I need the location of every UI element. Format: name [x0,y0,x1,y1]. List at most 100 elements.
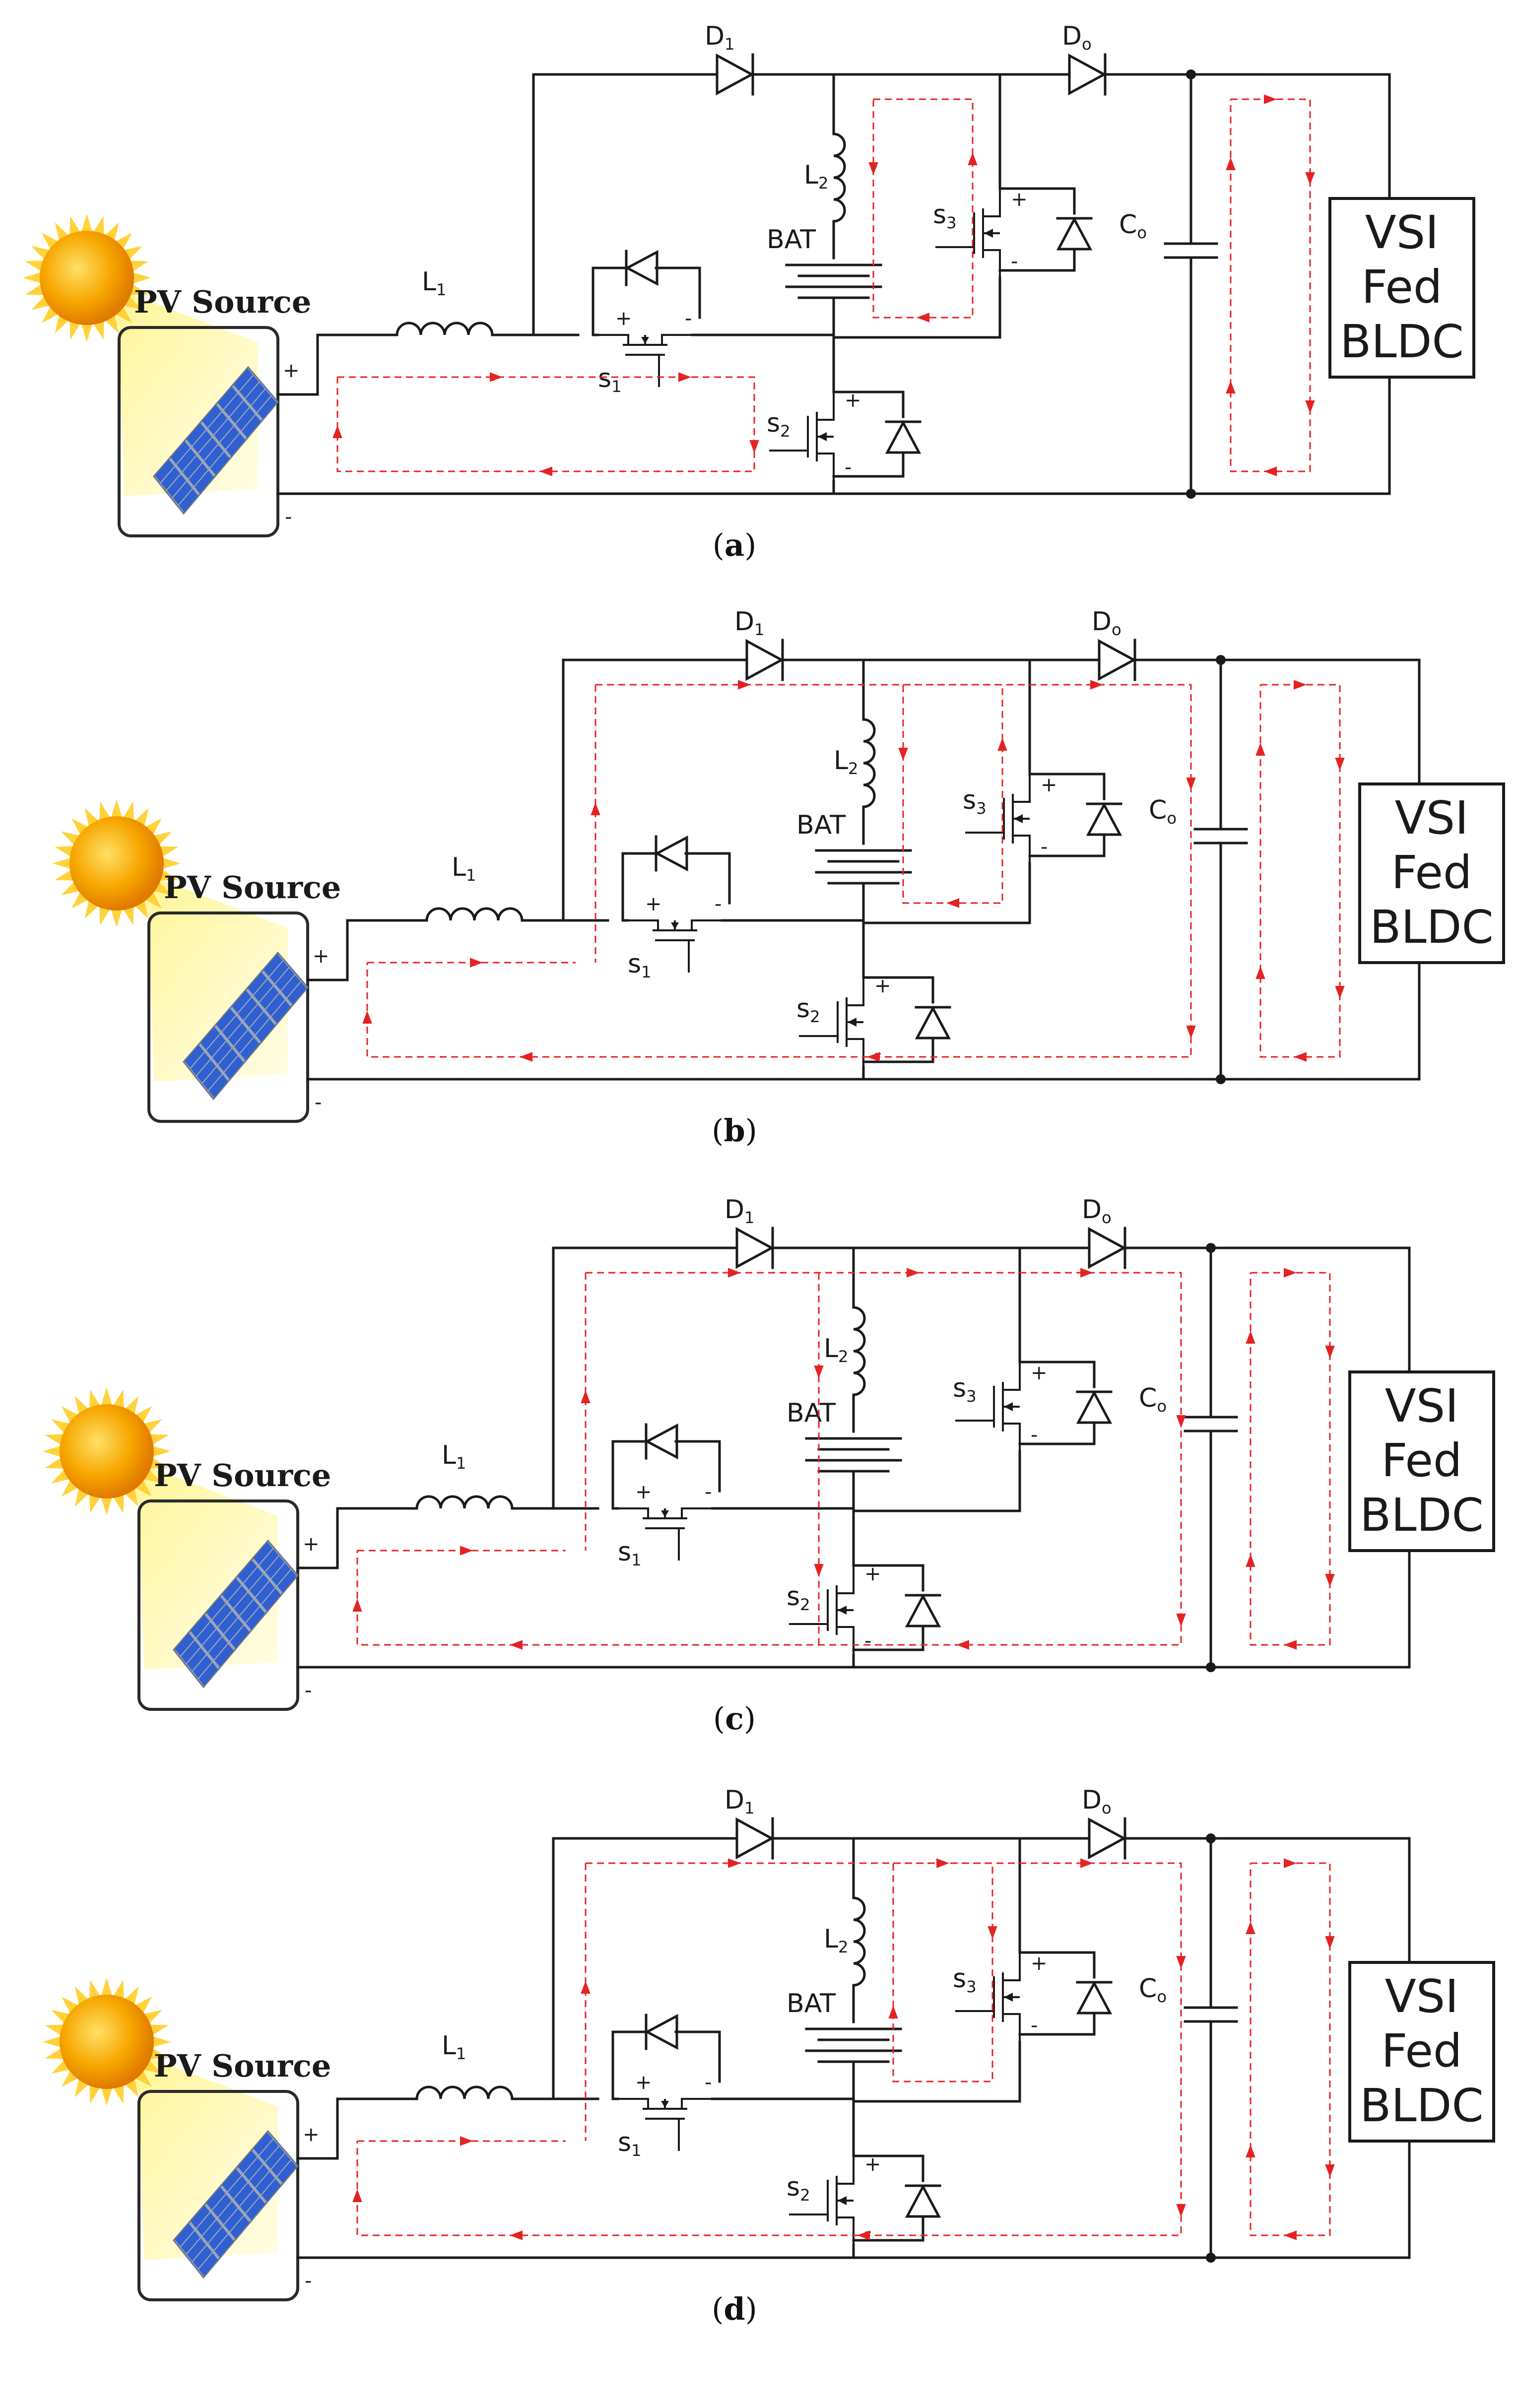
current-arrow [539,466,552,476]
pv-source-label: PV Source [154,1457,331,1494]
junction-dot [1216,655,1226,665]
pv-panel-icon [173,1539,299,1689]
wire-s1-diode-left [611,1440,647,1510]
pv-cell [189,463,208,486]
l2-label: L2 [834,746,858,778]
sun-ray [89,2083,101,2104]
current-arrow [1325,1574,1335,1587]
current-arrow [1090,680,1103,690]
wire-d1-branch [552,1837,736,2100]
sun-ray [92,216,104,236]
pv-plus-sign: + [283,359,300,382]
mosfet-drain [983,189,1001,217]
s1-label-subscript: 1 [641,963,652,981]
sun-ray [81,323,93,342]
pv-cell [228,1585,248,1608]
do-label-main: D [1082,1785,1102,1815]
s2-minus: - [864,1629,871,1652]
do-label: Do [1082,1195,1112,1227]
pv-cell [287,982,307,1005]
sun-ray [23,272,42,284]
s2-label-main: s [796,994,810,1024]
diode-do-triangle [1068,53,1107,96]
s1-minus: - [715,893,722,915]
mosfet-drain [598,334,629,345]
pv-minus-sign: - [285,506,292,528]
sun-ray [151,2036,171,2048]
current-arrow [1255,966,1265,979]
sun-ray [129,283,149,295]
diode-d1-triangle [735,1227,775,1269]
do-label-subscript: o [1082,35,1092,54]
s2-label-main: s [787,2172,800,2202]
pv-cell [208,412,228,435]
load-box [1348,1961,1495,2143]
sun-ray [45,1457,65,1469]
d1-label-main: D [734,607,754,637]
wire-pv-plus [296,2097,418,2160]
do-label-main: D [1092,607,1112,637]
l2-label-subscript: 2 [838,1938,849,1956]
co-label-main: C [1139,1383,1157,1413]
s3-label-main: s [963,785,976,815]
sun-ray [43,1445,62,1457]
panel-caption: (b) [712,1112,757,1149]
wire-do-out [1133,658,1421,785]
wire-s2-diode-bot [852,1625,924,1651]
l1-label-subscript: 1 [456,1454,466,1473]
inductor-l2 [862,718,876,808]
pv-panel-frame [173,2130,299,2279]
pv-cell [167,474,187,497]
inductor-l1 [415,2085,514,2100]
pv-source-label: PV Source [134,284,311,320]
pv-plus-sign: + [313,945,330,968]
s2-label: s2 [787,2172,810,2205]
pv-source-box [118,326,279,537]
co-label: Co [1139,1383,1167,1416]
co-label-subscript: o [1167,809,1177,828]
l1-label-subscript: 1 [436,280,447,299]
current-arrow [968,152,978,165]
pv-cell [238,997,258,1020]
s1-label-main: s [598,364,611,393]
pv-cell [191,1615,210,1638]
co-label: Co [1139,1974,1167,2006]
s1-label: s1 [598,364,622,396]
s3-label: s3 [953,1373,977,1406]
load-label-fed: Fed [1391,846,1472,899]
panel-caption: (d) [712,2291,757,2327]
sun-ray [158,846,179,858]
pv-cell [198,438,218,460]
d1-label: D1 [725,1785,755,1818]
s3-minus: - [1011,250,1018,273]
mosfet-arrow [1014,814,1023,823]
current-arrow [1186,778,1196,790]
pv-cell [193,1655,212,1678]
mosfet-source [681,1507,712,1518]
mosfet-drain [837,2156,855,2185]
mosfet-s3 [935,189,1001,278]
s2-label-main: s [787,1582,800,1612]
load-label-bldc: BLDC [1360,2079,1483,2132]
pv-minus-sign: - [305,1679,312,1702]
pv-cell [230,401,249,424]
s3-label: s3 [953,1964,977,1996]
mosfet-source [691,919,722,930]
current-arrow [814,1366,824,1378]
inductor-l1 [395,322,494,336]
mosfet-arrow [848,1018,857,1027]
load-label-fed: Fed [1382,2024,1462,2078]
diode-d1-triangle [716,53,755,96]
wire-do-out [1104,73,1391,200]
l1-label: L1 [422,267,447,299]
sun-ray [148,1457,169,1469]
current-arrow [510,2230,523,2240]
caption-paren-close: ) [745,2291,757,2327]
sun-ray [132,272,151,284]
pv-cell [202,405,222,428]
co-label-main: C [1119,210,1137,240]
caption-paren-open: ( [712,1112,724,1149]
current-arrow [520,1052,532,1062]
mosfet-s3 [965,774,1031,863]
mosfet-drain [847,977,864,1006]
